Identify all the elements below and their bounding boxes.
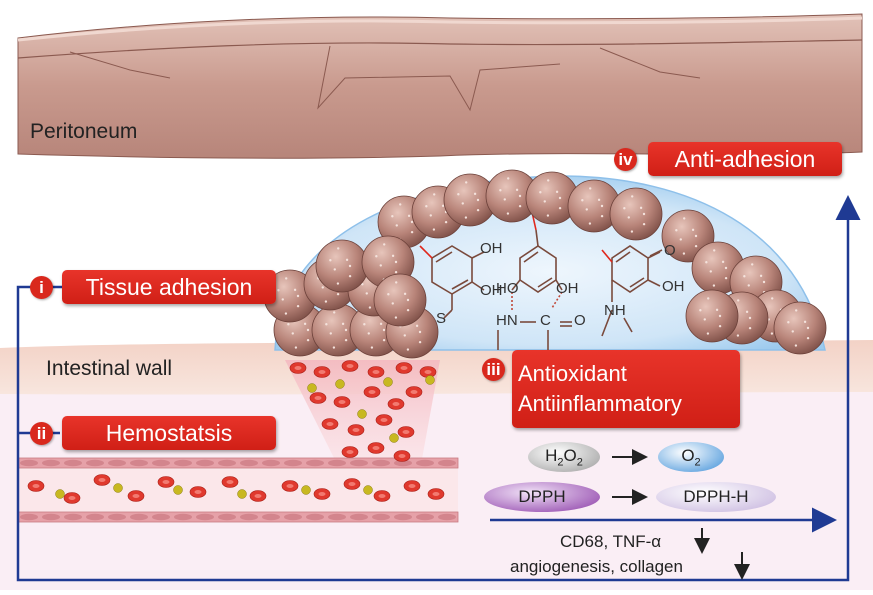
step-iii-badge: iii [482,358,505,381]
o2-pill: O2 [658,442,724,472]
red-blood-cell [373,490,391,502]
nanoparticle [315,239,369,293]
red-blood-cell [363,386,381,398]
h2o2-pill: H2O2 [528,442,600,472]
left-oh-bottom: OH [480,282,503,299]
step-iv-badge: iv [614,148,637,171]
red-blood-cell [289,362,307,374]
platelet [307,383,317,393]
catechol-chemistry [419,211,663,350]
red-blood-cell [375,414,393,426]
platelet [357,409,367,419]
o2-label: O2 [681,445,701,469]
peritoneum-layer [17,13,863,159]
nanoparticles [263,169,827,359]
platelet [55,489,65,499]
h2o2-label: H2O2 [545,445,583,469]
red-blood-cell [341,446,359,458]
red-blood-cell [393,450,411,462]
red-blood-cell [27,480,45,492]
tissue-adhesion-box: Tissue adhesion [62,270,276,304]
red-blood-cell [419,366,437,378]
platelet [363,485,373,495]
red-blood-cell [321,418,339,430]
amide-hn: HN [496,312,518,329]
platelet [301,485,311,495]
red-blood-cells [27,360,445,504]
schiff-nh: NH [604,302,626,319]
nanoparticle [443,173,497,227]
angiogenesis-collagen-label: angiogenesis, collagen [510,557,683,576]
red-blood-cell [189,486,207,498]
nanoparticle [609,187,663,241]
dpph-h-label: DPPH-H [683,487,749,506]
platelet [113,483,123,493]
red-blood-cell [405,386,423,398]
thioether-s: S [436,310,447,327]
blood-vessel [17,457,459,523]
cd68-tnf-label: CD68, TNF-α [560,532,662,551]
middle-oh: OH [556,280,579,297]
step-ii-badge: ii [30,422,53,445]
amide-c: C [540,312,551,329]
left-oh-top: OH [480,240,503,257]
dpph-pill: DPPH [484,482,600,512]
antioxidant-box: Antioxidant Antiinflammatory [512,350,740,428]
red-blood-cell [63,492,81,504]
red-blood-cell [309,392,327,404]
nanoparticle [485,169,539,223]
amide-o: O [574,312,586,329]
red-blood-cell [367,366,385,378]
antioxidant-line: Antioxidant [518,361,627,386]
quinone-oh: OH [662,278,685,295]
middle-ho: HO [496,280,519,297]
nanoparticle [567,179,621,233]
red-blood-cell [221,476,239,488]
quinone-o: O [664,242,676,259]
antiinflammatory-line: Antiinflammatory [518,391,682,416]
red-blood-cell [333,396,351,408]
red-blood-cell [367,442,385,454]
platelet [237,489,247,499]
platelet [173,485,183,495]
nanoparticle [773,301,827,355]
red-blood-cell [313,488,331,500]
platelet [389,433,399,443]
red-blood-cell [397,426,415,438]
nanoparticle [685,289,739,343]
red-blood-cell [313,366,331,378]
nanoparticle [373,273,427,327]
platelets [55,375,435,499]
red-blood-cell [343,478,361,490]
peritoneum-label: Peritoneum [30,120,138,143]
red-blood-cell [403,480,421,492]
red-blood-cell [427,488,445,500]
step-i-badge: i [30,276,53,299]
red-blood-cell [387,398,405,410]
dpph-label: DPPH [518,487,566,506]
platelet [383,377,393,387]
red-blood-cell [127,490,145,502]
red-blood-cell [157,476,175,488]
red-blood-cell [395,362,413,374]
red-blood-cell [281,480,299,492]
red-blood-cell [347,424,365,436]
anti-adhesion-box: Anti-adhesion [648,142,842,176]
hemostasis-box: Hemostatsis [62,416,276,450]
platelet [425,375,435,385]
red-blood-cell [341,360,359,372]
vessel-wall-cells [20,459,456,521]
dpph-h-pill: DPPH-H [656,482,776,512]
platelet [335,379,345,389]
intestinal-wall-label: Intestinal wall [46,357,173,380]
red-blood-cell [249,490,267,502]
red-blood-cell [93,474,111,486]
